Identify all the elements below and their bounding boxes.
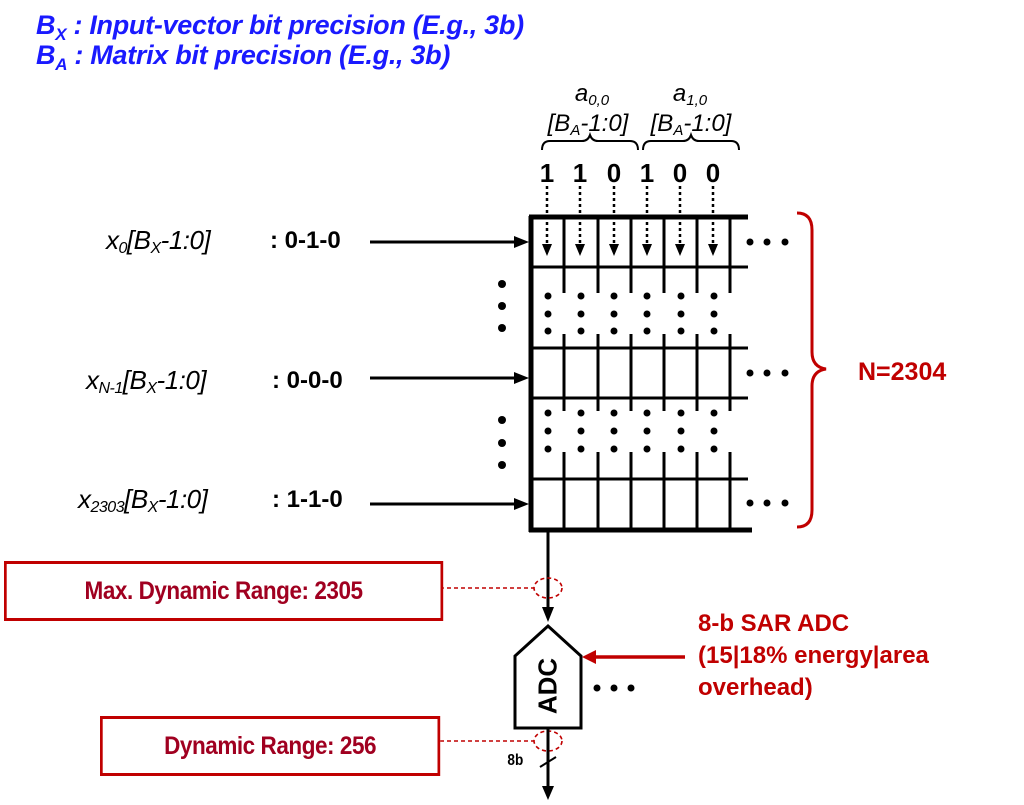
adc-output-bits-label: 8b	[507, 752, 524, 769]
range-sub: A	[673, 122, 684, 139]
range-post: -1:0]	[683, 110, 732, 137]
input-name: x	[78, 484, 91, 514]
legend-ba: BA : Matrix bit precision (E.g., 3b)	[36, 40, 450, 80]
adc-note: 8-b SAR ADC (15|18% energy|area overhead…	[698, 608, 929, 704]
legend-bx-symbol: B	[36, 10, 56, 40]
brace-a00	[541, 131, 639, 151]
input-name: x	[106, 225, 119, 255]
range-pre: [B	[547, 110, 571, 137]
legend-ba-text: : Matrix bit precision (E.g., 3b)	[74, 40, 451, 70]
legend-bx-text: : Input-vector bit precision (E.g., 3b)	[73, 10, 524, 40]
input-value-x2303: : 1-1-0	[272, 486, 343, 513]
n-brace	[796, 211, 827, 529]
bit: 0	[672, 158, 688, 188]
input-value-xN-1: : 0-0-0	[272, 367, 343, 394]
input-range-post: -1:0]	[157, 484, 208, 514]
legend-ba-sub: A	[55, 55, 68, 74]
input-range-post: -1:0]	[156, 365, 207, 395]
range-post: -1:0]	[580, 110, 629, 137]
column-range-a10: [BA-1:0]	[636, 110, 746, 139]
crossbar-grid	[528, 214, 752, 533]
bit: 0	[705, 158, 721, 188]
input-range-pre: [B	[126, 225, 151, 255]
input-sub: 2303	[90, 499, 125, 516]
input-name: x	[86, 365, 99, 395]
adc-note-line-3: overhead)	[698, 674, 813, 701]
input-label-x0: x0[BX-1:0]	[106, 225, 211, 258]
grid-ellipsis-dots	[498, 238, 789, 692]
dynamic-range-box: Dynamic Range: 256	[100, 716, 441, 776]
column-sub: 1,0	[686, 92, 708, 109]
adc-note-line-1: 8-b SAR ADC	[698, 610, 850, 637]
input-range-post: -1:0]	[160, 225, 211, 255]
input-label-x2303: x2303[BX-1:0]	[78, 484, 208, 517]
column-label-a00: a0,0	[552, 80, 632, 109]
bit: 1	[572, 158, 588, 188]
max-dynamic-range-box: Max. Dynamic Range: 2305	[4, 561, 444, 621]
input-sub: N-1	[98, 380, 124, 397]
range-pre: [B	[650, 110, 674, 137]
adc-label: ADC	[532, 657, 563, 715]
adc-note-line-2: (15|18% energy|area	[698, 642, 929, 669]
bit: 1	[539, 158, 555, 188]
bus-width-slash	[539, 756, 557, 768]
column-sub: 0,0	[588, 92, 610, 109]
input-range-sub: X	[150, 240, 161, 257]
input-label-xN-1: xN-1[BX-1:0]	[86, 365, 207, 398]
bit: 0	[606, 158, 622, 188]
crossbar-columns	[562, 217, 732, 530]
input-range-sub: X	[147, 499, 159, 516]
legend-bx: BX : Input-vector bit precision (E.g., 3…	[36, 10, 524, 50]
input-range-sub: X	[146, 380, 157, 397]
input-value-x0: : 0-1-0	[270, 227, 341, 254]
bit: 1	[639, 158, 655, 188]
brace-a10	[642, 131, 740, 151]
input-arrows	[370, 240, 520, 506]
legend-ba-symbol: B	[36, 40, 56, 70]
column-name: a	[672, 80, 687, 107]
range-sub: A	[570, 122, 581, 139]
n-label: N=2304	[858, 358, 947, 386]
column-range-a00: [BA-1:0]	[533, 110, 643, 139]
bit-arrowheads	[542, 244, 718, 256]
column-name: a	[574, 80, 589, 107]
input-sub: 0	[118, 240, 128, 257]
input-range-pre: [B	[122, 365, 147, 395]
column-label-a10: a1,0	[650, 80, 730, 109]
legend-bx-sub: X	[55, 25, 67, 44]
input-range-pre: [B	[124, 484, 148, 514]
